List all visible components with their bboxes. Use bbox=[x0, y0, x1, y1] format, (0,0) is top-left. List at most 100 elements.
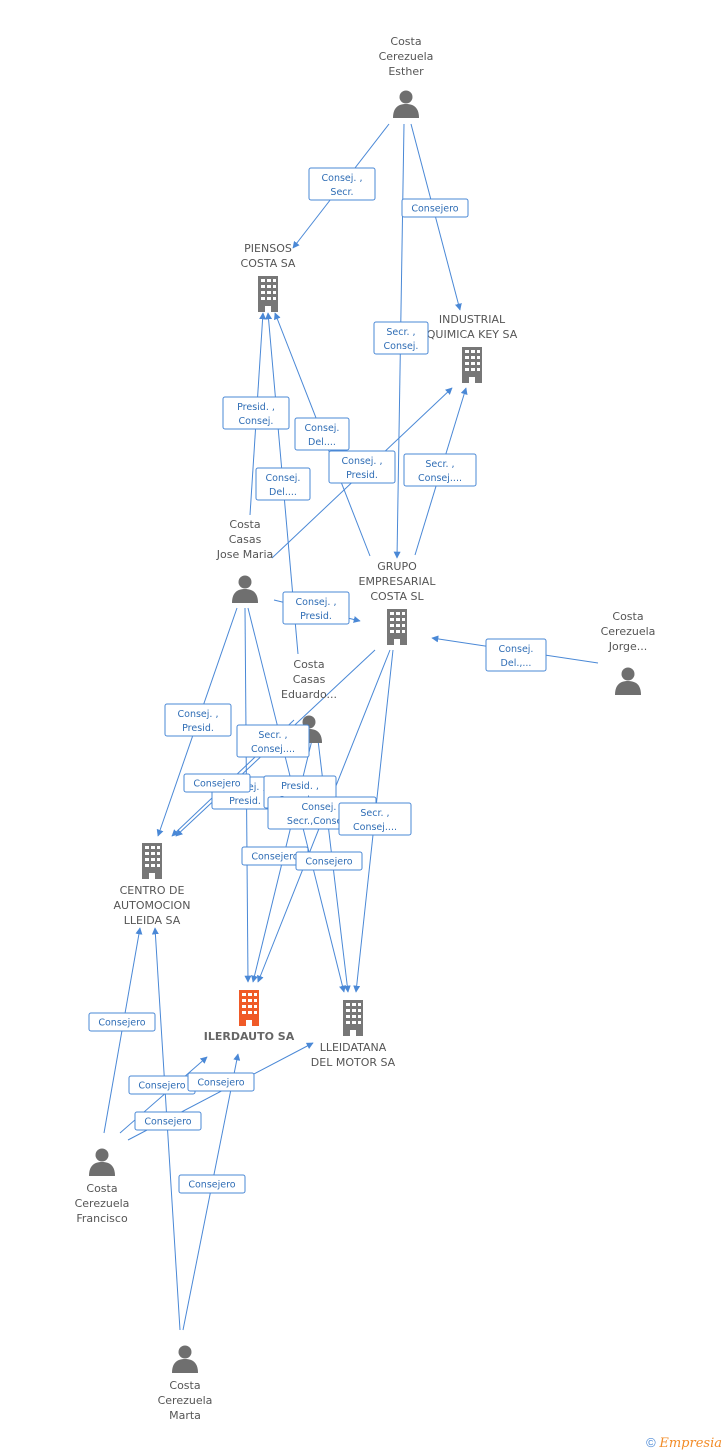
building-icon bbox=[142, 843, 162, 879]
relation-label-text: Presid. , bbox=[281, 781, 319, 792]
node-label: DEL MOTOR SA bbox=[311, 1056, 396, 1069]
node-label: Costa bbox=[293, 658, 324, 671]
relation-label-box bbox=[328, 450, 396, 484]
relation-label-jorge-grupo[interactable]: Consej. Del.,... bbox=[485, 638, 547, 672]
relation-label-box bbox=[403, 453, 477, 487]
relation-label-francisco-centro[interactable]: Consejero bbox=[88, 1012, 156, 1032]
node-label: Jorge... bbox=[608, 640, 648, 653]
relation-label-francisco-lleidatana[interactable]: Consejero bbox=[187, 1072, 255, 1092]
node-label: COSTA SA bbox=[241, 257, 296, 270]
relation-label-eduardo-piensos[interactable]: Consej.Del.... bbox=[255, 467, 311, 501]
node-label: Marta bbox=[169, 1409, 201, 1422]
relation-label-text: Consej. bbox=[499, 644, 534, 655]
relation-label-text: Consejero bbox=[305, 857, 352, 868]
relation-label-box bbox=[401, 198, 469, 218]
relation-label-text: Secr. , bbox=[258, 730, 287, 741]
relation-label-text: Consej. , bbox=[322, 173, 363, 184]
relation-label-text: Consejero bbox=[411, 204, 458, 215]
node-jorge[interactable]: CostaCerezuelaJorge... bbox=[601, 610, 656, 695]
relation-label-box bbox=[338, 802, 412, 836]
node-label: Eduardo... bbox=[281, 688, 337, 701]
node-label: Costa bbox=[169, 1379, 200, 1392]
node-label: LLEIDATANA bbox=[320, 1041, 387, 1054]
node-label: Costa bbox=[86, 1182, 117, 1195]
relation-label-eduardo-ilerdauto[interactable]: Consejero bbox=[183, 773, 251, 793]
relation-label-eduardo-centro[interactable]: Secr. ,Consej.... bbox=[236, 724, 310, 758]
relation-label-text: Consejero bbox=[188, 1180, 235, 1191]
node-label: INDUSTRIAL bbox=[439, 313, 506, 326]
relation-label-text: Del.,... bbox=[501, 658, 532, 669]
building-icon bbox=[387, 609, 407, 645]
relation-label-box bbox=[255, 467, 311, 501]
relation-label-box bbox=[178, 1174, 246, 1194]
node-ilerdauto[interactable]: ILERDAUTO SA bbox=[204, 990, 295, 1043]
relation-label-box bbox=[187, 1072, 255, 1092]
relation-label-text: Del.... bbox=[308, 437, 336, 448]
node-label: COSTA SL bbox=[370, 590, 424, 603]
node-label: CENTRO DE bbox=[120, 884, 185, 897]
node-eduardo[interactable]: CostaCasasEduardo... bbox=[281, 658, 337, 743]
relation-label-text: Consej.... bbox=[418, 473, 462, 484]
relation-label-josemaria-centro[interactable]: Consej. ,Presid. bbox=[164, 703, 232, 737]
person-icon bbox=[172, 1345, 198, 1373]
relation-label-esther-grupo[interactable]: Secr. ,Consej. bbox=[373, 321, 429, 355]
relation-label-esther-piensos[interactable]: Consej. ,Secr. bbox=[308, 167, 376, 201]
relation-label-esther-quimica[interactable]: Consejero bbox=[401, 198, 469, 218]
relation-label-text: Secr.,Consej.... bbox=[287, 816, 357, 827]
node-lleidatana[interactable]: LLEIDATANA DEL MOTOR SA bbox=[311, 1000, 396, 1069]
relation-label-text: Consej. bbox=[239, 416, 274, 427]
relation-label-text: Consejero bbox=[193, 779, 240, 790]
footer-brand: © Empresia bbox=[646, 1435, 722, 1451]
node-label: Casas bbox=[229, 533, 262, 546]
relation-label-josemaria-lleidatana[interactable]: Secr. , Consej.... bbox=[338, 802, 412, 836]
relation-label-box bbox=[282, 591, 350, 625]
node-grupo[interactable]: GRUPO EMPRESARIAL COSTA SL bbox=[359, 560, 437, 645]
node-label: ILERDAUTO SA bbox=[204, 1030, 295, 1043]
relation-label-grupo-piensos[interactable]: Consej.Del.... bbox=[294, 417, 350, 451]
relation-label-text: Secr. , bbox=[360, 808, 389, 819]
node-label: EMPRESARIAL bbox=[359, 575, 437, 588]
relation-label-text: Consejero bbox=[144, 1117, 191, 1128]
relation-label-box bbox=[294, 417, 350, 451]
person-icon bbox=[615, 667, 641, 695]
node-label: Casas bbox=[293, 673, 326, 686]
relation-label-box bbox=[183, 773, 251, 793]
relation-label-text: Consej. , bbox=[296, 597, 337, 608]
relation-label-text: Presid. bbox=[300, 611, 332, 622]
node-label: Francisco bbox=[76, 1212, 128, 1225]
relation-label-text: Secr. , bbox=[425, 459, 454, 470]
brand-logo[interactable]: Empresia bbox=[659, 1436, 722, 1451]
node-label: Cerezuela bbox=[379, 50, 434, 63]
relation-label-grupo-quimica[interactable]: Secr. , Consej.... bbox=[403, 453, 477, 487]
relation-label-box bbox=[236, 724, 310, 758]
building-icon bbox=[462, 347, 482, 383]
relation-label-text: Del.... bbox=[269, 487, 297, 498]
relation-label-text: Presid. , bbox=[237, 402, 275, 413]
building-icon bbox=[239, 990, 259, 1026]
relation-label-francisco-ilerdauto[interactable]: Consejero bbox=[128, 1075, 196, 1095]
relation-label-marta-ilerdauto[interactable]: Consejero bbox=[178, 1174, 246, 1194]
relation-label-marta-centro[interactable]: Consejero bbox=[134, 1111, 202, 1131]
relation-label-text: Consejero bbox=[138, 1081, 185, 1092]
relation-label-box bbox=[164, 703, 232, 737]
relation-label-text: Consejero bbox=[251, 852, 298, 863]
relation-label-text: Consej. , bbox=[178, 709, 219, 720]
relation-label-josemaria-quimica[interactable]: Consej. ,Presid. bbox=[328, 450, 396, 484]
relation-label-box bbox=[222, 396, 290, 430]
relation-label-grupo-ilerdauto[interactable]: Consejero bbox=[295, 851, 363, 871]
node-label: GRUPO bbox=[377, 560, 417, 573]
relation-label-text: Consej.... bbox=[353, 822, 397, 833]
relation-label-josemaria-grupo[interactable]: Consej. , Presid. bbox=[282, 591, 350, 625]
relation-label-josemaria-piensos[interactable]: Presid. , Consej. bbox=[222, 396, 290, 430]
node-label: Jose Maria bbox=[216, 548, 274, 561]
